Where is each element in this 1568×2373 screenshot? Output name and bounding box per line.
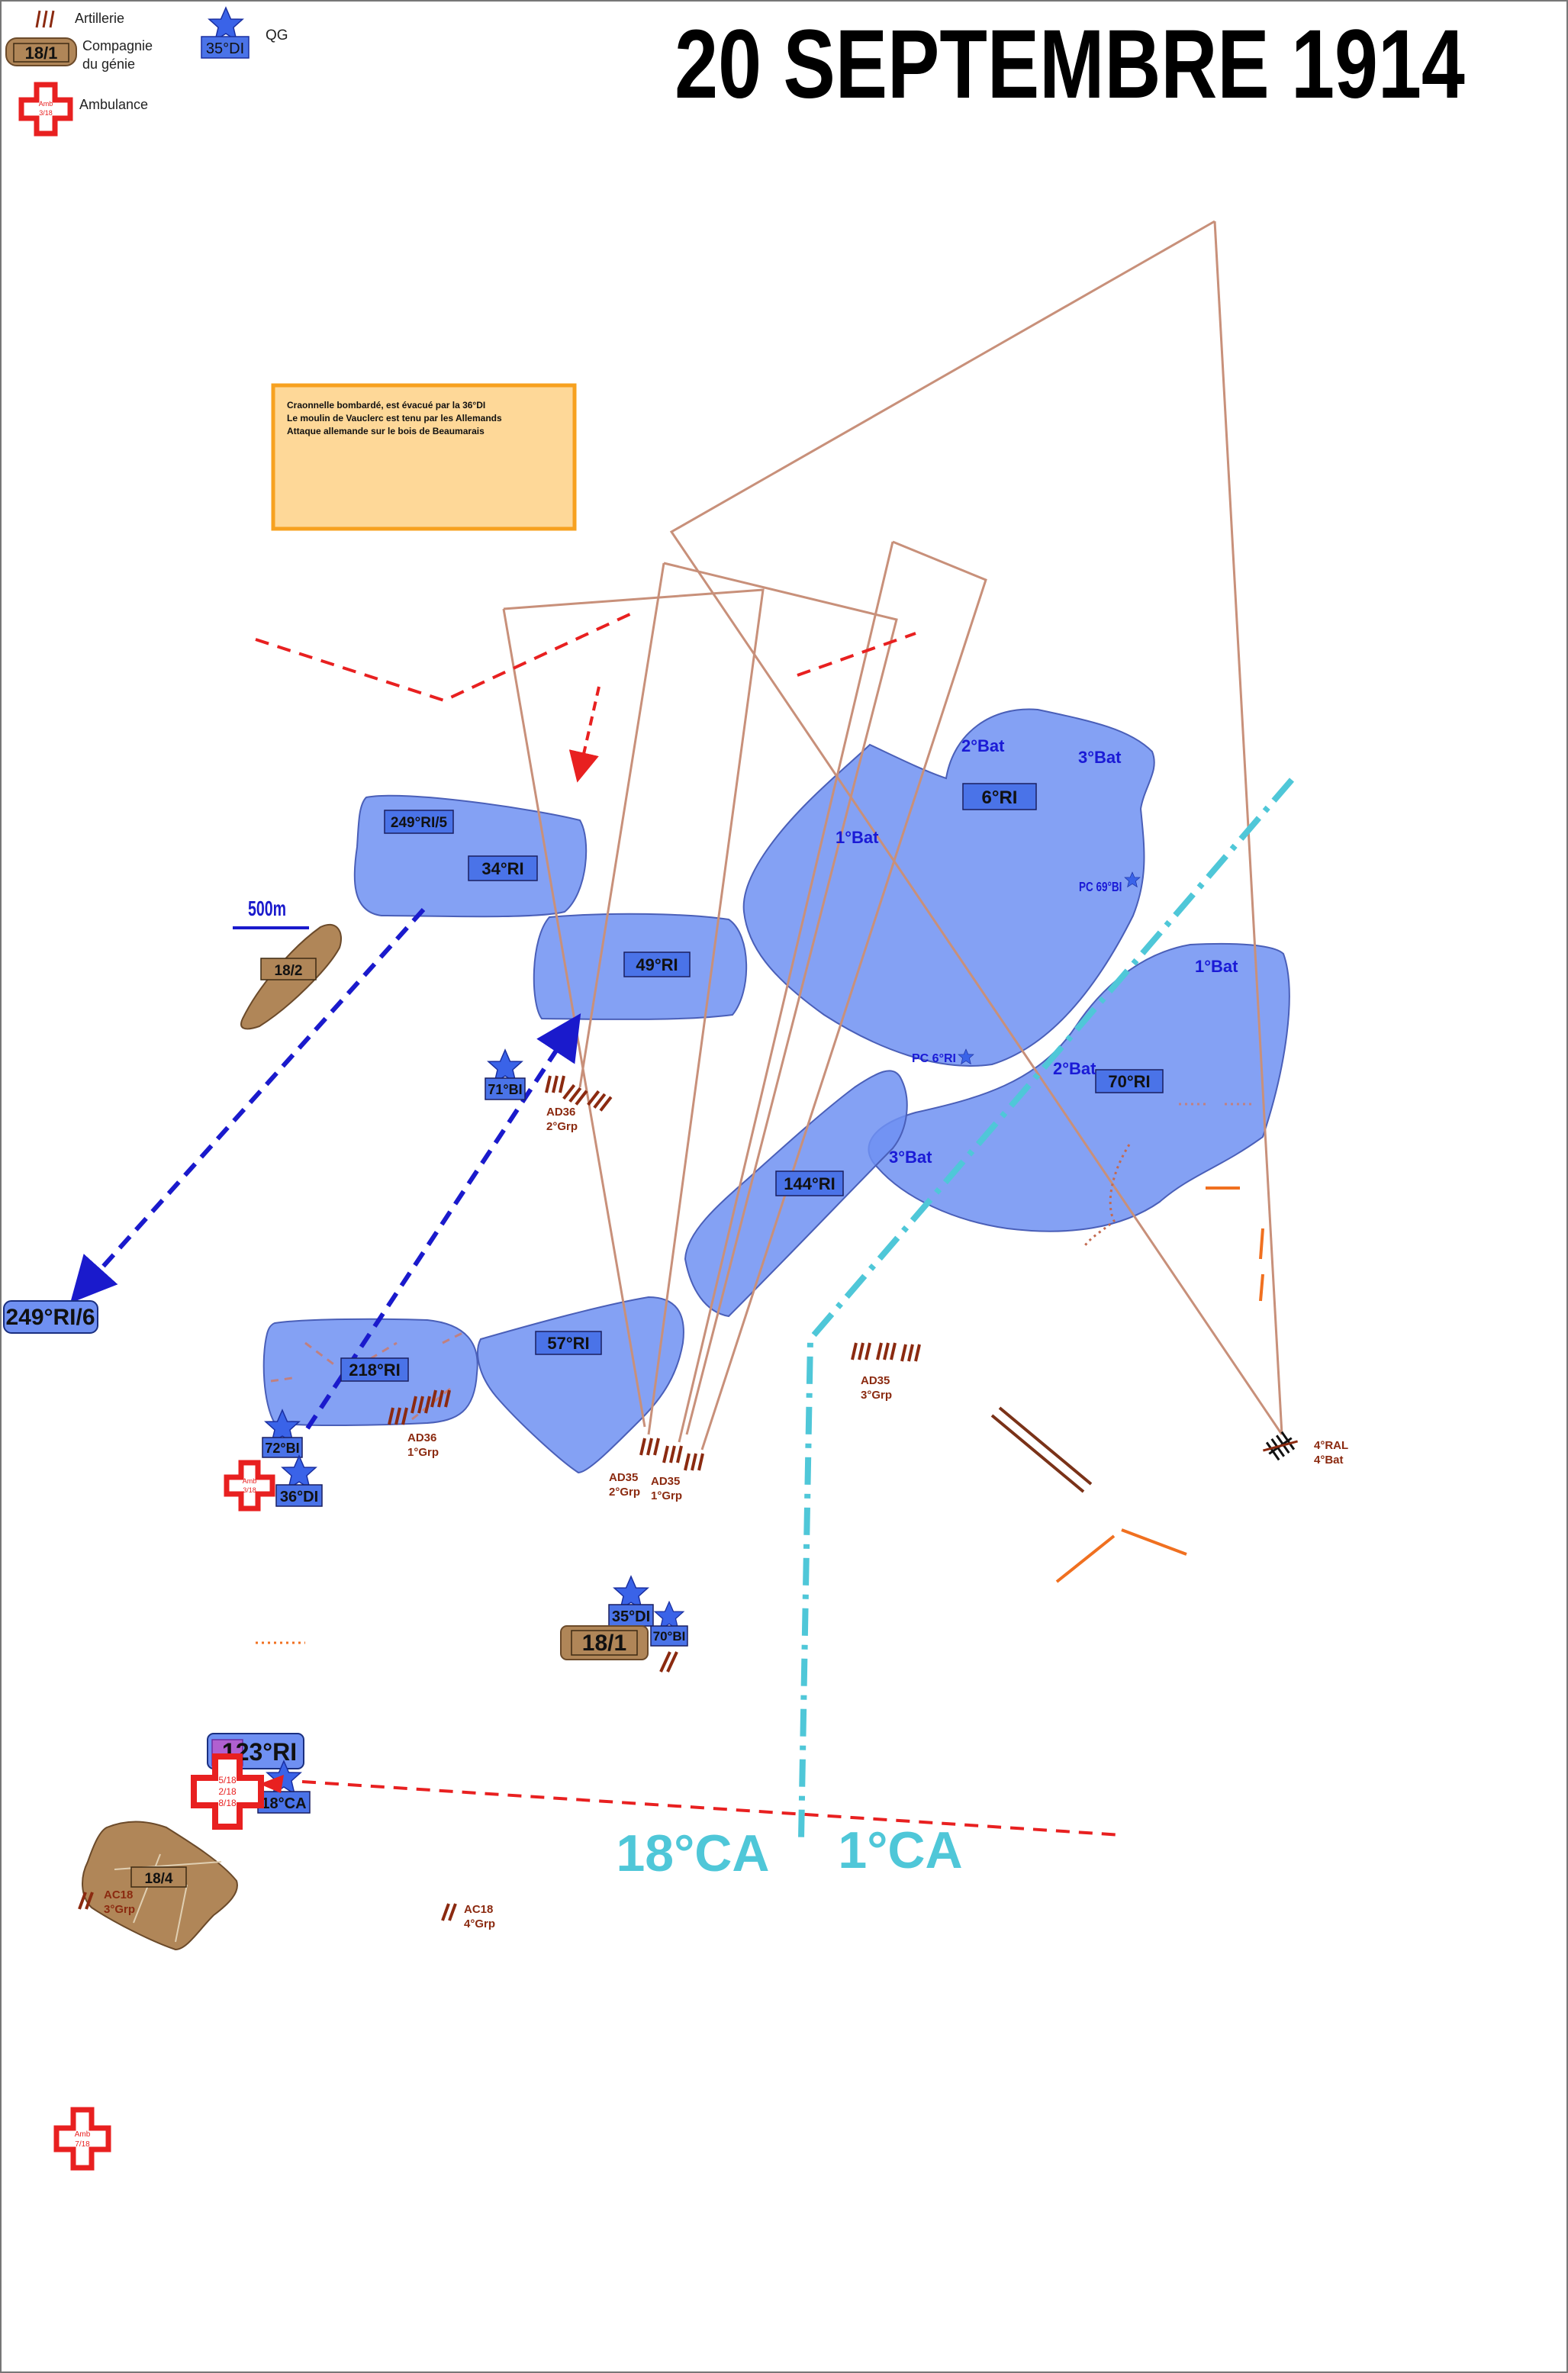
corps-label-1ca: 1°CA [838, 1821, 962, 1879]
svg-text:7/18: 7/18 [75, 2140, 90, 2149]
note-box [271, 383, 577, 531]
advance-arrow-249ri [69, 907, 426, 1303]
legend-ambulance-icon: Amb 3/18 [18, 82, 73, 137]
svg-text:3/18: 3/18 [243, 1486, 256, 1494]
label-ac18-3grp-2: 3°Grp [104, 1903, 135, 1916]
unit-labels: 249°RI/5 34°RI 49°RI 6°RI 1°Bat 2°Bat 3°… [3, 736, 1238, 1769]
label-pc6ri: PC 6°RI [912, 1052, 956, 1065]
label-6ri: 6°RI [982, 787, 1018, 808]
label-72bi: 72°BI [265, 1441, 299, 1456]
label-70bi: 70°BI [653, 1629, 686, 1644]
map-title: 20 SEPTEMBRE 1914 [675, 9, 1465, 119]
label-ad36-2grp-2: 2°Grp [546, 1120, 578, 1133]
label-218ri: 218°RI [349, 1360, 401, 1380]
label-ac18-3grp-1: AC18 [104, 1888, 133, 1901]
legend-hq-unit: 35°DI [206, 40, 244, 57]
legend-genie-unit: 18/1 [25, 43, 58, 63]
label-144ri: 144°RI [784, 1174, 836, 1193]
label-ad35-2grp-2: 2°Grp [609, 1486, 640, 1499]
label-6ri-3bat: 3°Bat [1078, 748, 1122, 767]
label-genie-18-4: 18/4 [145, 1871, 173, 1887]
label-pc69bi: PC 69°BI [1079, 880, 1122, 894]
artillery: AD36 2°Grp AD36 1°Grp AD35 2°Grp AD35 1°… [78, 1074, 1348, 1930]
legend-genie-label-1: Compagnie [82, 38, 153, 53]
corps-boundary [798, 778, 1295, 1840]
svg-text:8/18: 8/18 [218, 1798, 237, 1808]
label-ad36-2grp-1: AD36 [546, 1106, 575, 1119]
label-249ri-5: 249°RI/5 [391, 815, 448, 831]
label-70ri: 70°RI [1108, 1072, 1150, 1091]
legend-genie-label-2: du génie [82, 56, 135, 72]
ambulance-group-icon: 5/18 2/18 8/18 [191, 1753, 264, 1830]
french-lines [255, 610, 1122, 1837]
legend: Artillerie 18/1 Compagnie du génie Amb 3… [5, 7, 288, 137]
legend-artillery-label: Artillerie [75, 11, 124, 26]
svg-text:Amb: Amb [75, 2130, 91, 2139]
label-ad36-1grp-2: 1°Grp [407, 1446, 439, 1459]
ambulance-7-18-icon: Amb 7/18 [53, 2107, 111, 2171]
corps-label-18ca: 18°CA [616, 1824, 769, 1882]
label-ad35-1grp-1: AD35 [651, 1475, 680, 1488]
ambulance-3-18-icon: Amb 3/18 [224, 1460, 275, 1512]
label-70ri-2bat: 2°Bat [1053, 1059, 1096, 1078]
label-18ca-hq: 18°CA [261, 1795, 306, 1812]
svg-text:2/18: 2/18 [218, 1786, 237, 1797]
label-ac18-4grp-2: 4°Grp [464, 1917, 495, 1930]
label-ad36-1grp-1: AD36 [407, 1431, 436, 1444]
label-genie-18-1: 18/1 [582, 1631, 626, 1656]
svg-text:3/18: 3/18 [39, 109, 53, 117]
label-70ri-1bat: 1°Bat [1195, 957, 1238, 976]
label-70ri-3bat: 3°Bat [889, 1148, 932, 1167]
label-6ri-1bat: 1°Bat [836, 828, 879, 847]
svg-text:Amb: Amb [39, 100, 53, 108]
label-4ral-2: 4°Bat [1314, 1454, 1344, 1467]
label-36di: 36°DI [280, 1489, 318, 1505]
area-57ri [477, 1296, 684, 1474]
label-34ri: 34°RI [481, 859, 523, 878]
label-249ri-6: 249°RI/6 [5, 1305, 95, 1330]
scale-label: 500m [248, 897, 286, 921]
legend-hq-label: QG [266, 27, 288, 43]
label-ad35-3grp-1: AD35 [861, 1374, 890, 1387]
label-71bi: 71°BI [488, 1082, 522, 1097]
svg-text:Amb: Amb [243, 1477, 257, 1485]
svg-text:5/18: 5/18 [218, 1775, 237, 1785]
ambulances: Amb 3/18 5/18 2/18 8/18 Amb 7/18 [53, 1460, 275, 2171]
note-line-3: Attaque allemande sur le bois de Beaumar… [287, 426, 485, 436]
label-genie-18-2: 18/2 [275, 963, 303, 979]
label-ad35-1grp-2: 1°Grp [651, 1489, 682, 1502]
label-57ri: 57°RI [547, 1334, 589, 1353]
label-ad35-2grp-1: AD35 [609, 1471, 638, 1484]
label-6ri-2bat: 2°Bat [961, 736, 1005, 755]
legend-artillery-icon [35, 10, 55, 28]
label-4ral-1: 4°RAL [1314, 1439, 1348, 1452]
label-ad35-3grp-2: 3°Grp [861, 1389, 892, 1402]
hq-markers: 71°BI 72°BI 36°DI 35°DI 70°BI 18°CA [257, 1049, 688, 1814]
note-line-2: Le moulin de Vauclerc est tenu par les A… [287, 413, 502, 423]
label-35di: 35°DI [612, 1608, 650, 1625]
legend-ambulance-label: Ambulance [79, 97, 148, 112]
label-ac18-4grp-1: AC18 [464, 1903, 493, 1916]
note-line-1: Craonnelle bombardé, est évacué par la 3… [287, 400, 485, 411]
label-49ri: 49°RI [636, 955, 678, 974]
area-6ri [742, 708, 1155, 1067]
